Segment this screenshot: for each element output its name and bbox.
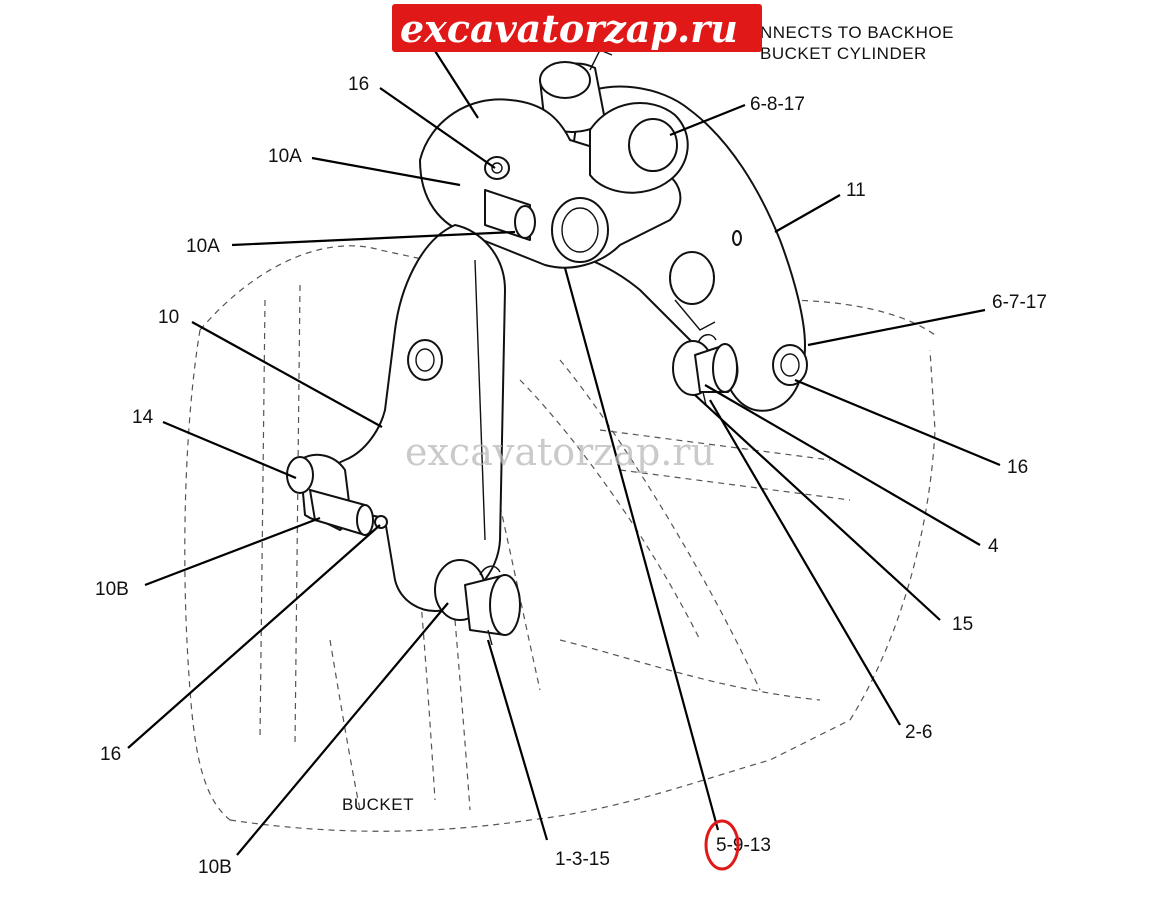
callout-10: 10 bbox=[158, 307, 179, 328]
note-connects-line1: NNECTS TO BACKHOE bbox=[760, 23, 954, 42]
callout-labels: 16 6-8-17 10A 11 10A 6-7-17 10 14 16 4 1… bbox=[95, 74, 1047, 878]
callout-16-top: 16 bbox=[348, 74, 369, 95]
callout-14: 14 bbox=[132, 407, 154, 428]
link-10 bbox=[315, 224, 506, 612]
pin-left-14 bbox=[286, 453, 388, 536]
collar-right bbox=[772, 344, 808, 386]
note-connects-line2: BUCKET CYLINDER bbox=[760, 44, 927, 63]
callout-10a-lower: 10A bbox=[186, 236, 220, 257]
pin-lower bbox=[434, 559, 521, 646]
callout-10b-bottom: 10B bbox=[198, 857, 232, 878]
logo-text: excavatorzap.ru bbox=[400, 6, 738, 51]
note-bucket: BUCKET bbox=[342, 795, 414, 814]
callout-1-3-15: 1-3-15 bbox=[555, 849, 610, 870]
callout-11: 11 bbox=[846, 180, 866, 201]
highlight-circle bbox=[704, 819, 740, 871]
pin-right bbox=[672, 334, 739, 406]
bucket-outline bbox=[184, 245, 936, 832]
site-logo[interactable]: excavatorzap.ru bbox=[392, 4, 762, 52]
callout-16-lower: 16 bbox=[100, 744, 121, 765]
callout-10b-left: 10B bbox=[95, 579, 129, 600]
callout-4: 4 bbox=[988, 536, 999, 557]
callout-6-7-17: 6-7-17 bbox=[992, 292, 1047, 313]
callout-10a-upper: 10A bbox=[268, 146, 302, 167]
callout-15: 15 bbox=[952, 614, 973, 635]
link-10a bbox=[419, 98, 689, 269]
callout-5-9-13: 5-9-13 bbox=[716, 835, 771, 856]
watermark-text: excavatorzap.ru bbox=[405, 430, 715, 474]
callout-6-8-17: 6-8-17 bbox=[750, 94, 805, 115]
callout-2-6: 2-6 bbox=[905, 722, 932, 743]
callout-16-right: 16 bbox=[1007, 457, 1028, 478]
leader-lines bbox=[127, 39, 1001, 856]
